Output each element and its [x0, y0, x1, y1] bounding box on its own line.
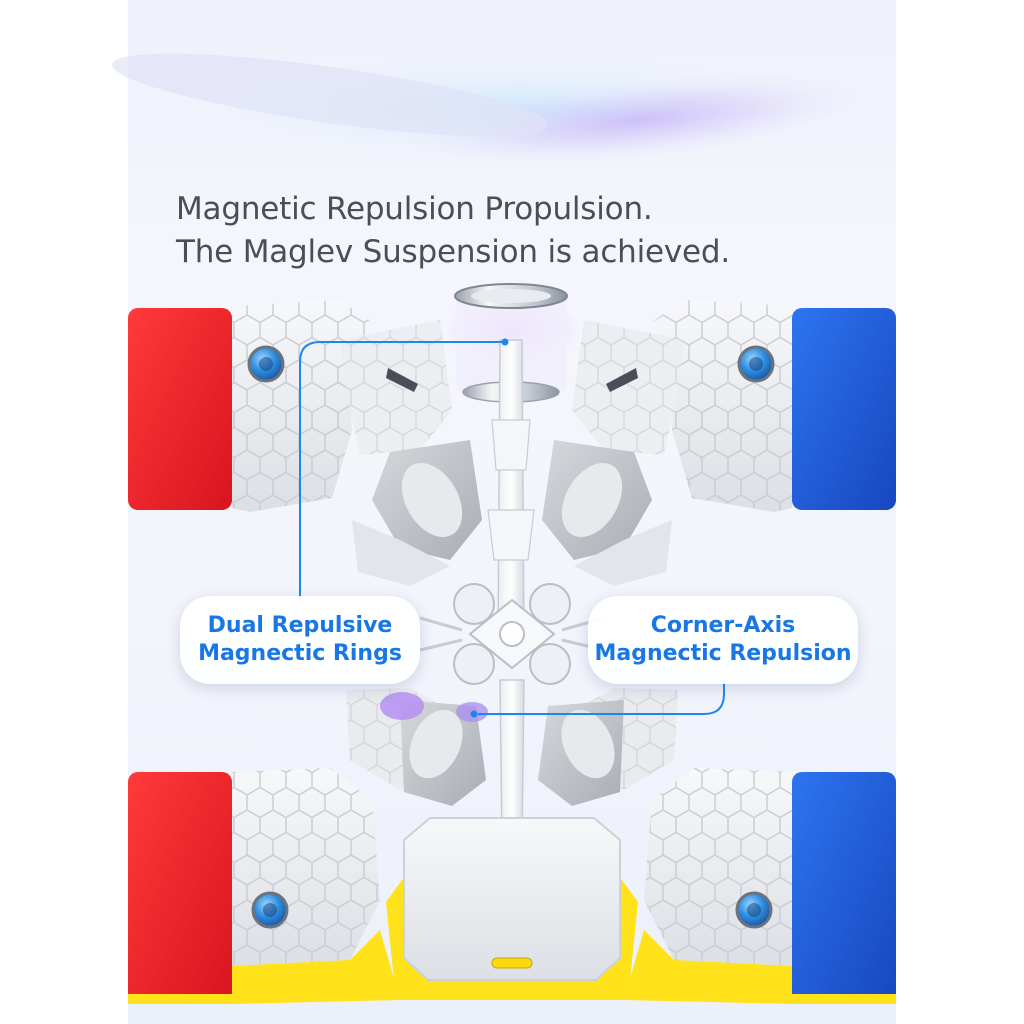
- callout-line-2: Magnectic Rings: [198, 641, 402, 666]
- top-cube-half: [128, 283, 896, 641]
- headline-line-2: The Maglev Suspension is achieved.: [176, 234, 731, 270]
- blue-sticker-bottom: [792, 772, 896, 1004]
- callout-dual-repulsive-rings: Dual Repulsive Magnectic Rings: [180, 596, 420, 684]
- headline: Magnetic Repulsion Propulsion. The Magle…: [176, 188, 730, 274]
- clear-core: [419, 583, 605, 685]
- blue-sticker-top: [792, 308, 896, 510]
- callout-line-2: Magnectic Repulsion: [594, 641, 852, 666]
- callout-corner-axis-repulsion: Corner-Axis Magnectic Repulsion: [588, 596, 858, 684]
- red-sticker-top: [128, 308, 232, 510]
- callout-line-1: Dual Repulsive: [207, 613, 393, 638]
- bottom-cube-half: [128, 679, 896, 1004]
- center-cap: [403, 817, 621, 981]
- callout-line-1: Corner-Axis: [650, 613, 796, 638]
- callout-leaders: [299, 338, 725, 718]
- yellow-sticker: [624, 930, 792, 1004]
- yellow-sticker: [232, 930, 400, 1004]
- red-sticker-bottom: [128, 772, 232, 1004]
- headline-line-1: Magnetic Repulsion Propulsion.: [176, 191, 653, 227]
